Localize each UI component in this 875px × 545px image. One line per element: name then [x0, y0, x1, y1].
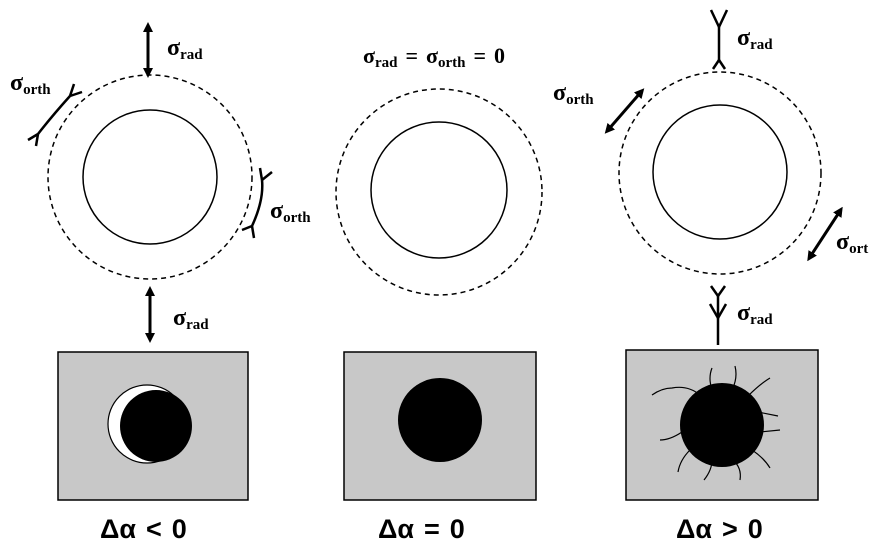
- condition-label-zero: Δα=0: [378, 514, 465, 544]
- sigma-rad-label-bottom: σrad: [737, 300, 773, 328]
- orthogonal-stress-symbol-upper-left: [27, 83, 83, 147]
- condition-label-negative: Δα<0: [100, 514, 187, 544]
- orthogonal-stress-symbol-right: [241, 167, 273, 239]
- panel-positive: σrad σorth σort σrad: [553, 9, 868, 544]
- particle: [120, 390, 192, 462]
- inner-circle: [652, 104, 788, 240]
- panel-zero: σrad=σorth=0 Δα=0: [335, 43, 543, 544]
- radial-stress-symbol-top: [709, 9, 729, 70]
- inner-circle: [370, 121, 508, 259]
- orthogonal-arrow-right: [807, 206, 843, 262]
- sigma-rad-label-top: σrad: [167, 35, 203, 63]
- particle: [398, 378, 482, 462]
- radial-stress-symbol-bottom: [708, 285, 728, 345]
- inner-circle: [82, 109, 218, 245]
- sigma-rad-label-top: σrad: [737, 25, 773, 53]
- sigma-orth-label-left: σorth: [553, 80, 594, 108]
- condition-label-positive: Δα>0: [676, 514, 763, 544]
- orthogonal-arrow-left: [604, 88, 645, 134]
- sigma-orth-label-right: σorth: [270, 198, 311, 226]
- panel-negative: σrad σorth σorth σrad: [10, 22, 311, 544]
- sigma-rad-label-bottom: σrad: [173, 305, 209, 333]
- outer-dashed-circle: [47, 74, 253, 280]
- zero-stress-equation: σrad=σorth=0: [363, 43, 505, 71]
- outer-dashed-circle: [618, 71, 822, 275]
- particle: [680, 383, 764, 467]
- sigma-orth-label-left: σorth: [10, 70, 51, 98]
- outer-dashed-circle: [335, 88, 543, 296]
- sigma-ort-label-right: σort: [836, 229, 868, 257]
